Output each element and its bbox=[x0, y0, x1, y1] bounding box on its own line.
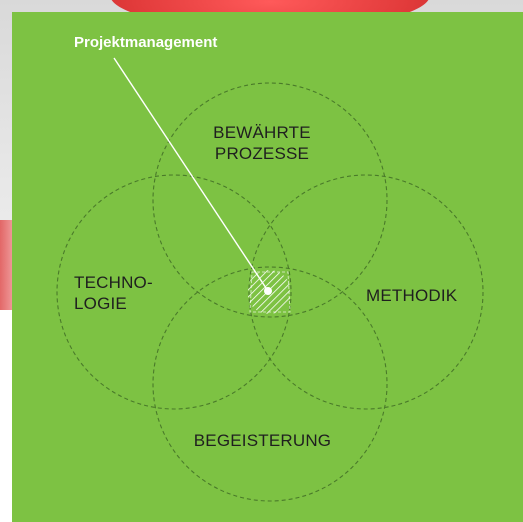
circle-bottom bbox=[152, 266, 388, 502]
circle-top bbox=[152, 82, 388, 318]
label-methodik: METHODIK bbox=[366, 286, 458, 305]
center-overlap-outline bbox=[249, 271, 291, 313]
label-technologie: TECHNO- LOGIE bbox=[74, 272, 153, 314]
label-top-line-2: PROZESSE bbox=[214, 144, 310, 163]
callout-label: Projektmanagement bbox=[74, 34, 218, 51]
callout-leader-line bbox=[113, 57, 269, 292]
label-bewaehrte-prozesse: BEWÄHRTE PROZESSE bbox=[187, 122, 337, 164]
background-red-edge bbox=[0, 220, 14, 310]
label-left-line-2: LOGIE bbox=[74, 294, 127, 313]
callout-leader-dot bbox=[264, 287, 272, 295]
label-left-line-1: TECHNO- bbox=[74, 273, 153, 292]
label-begeisterung: BEGEISTERUNG bbox=[193, 431, 332, 450]
circle-left bbox=[56, 174, 292, 410]
label-top-line-1: BEWÄHRTE bbox=[213, 123, 311, 142]
